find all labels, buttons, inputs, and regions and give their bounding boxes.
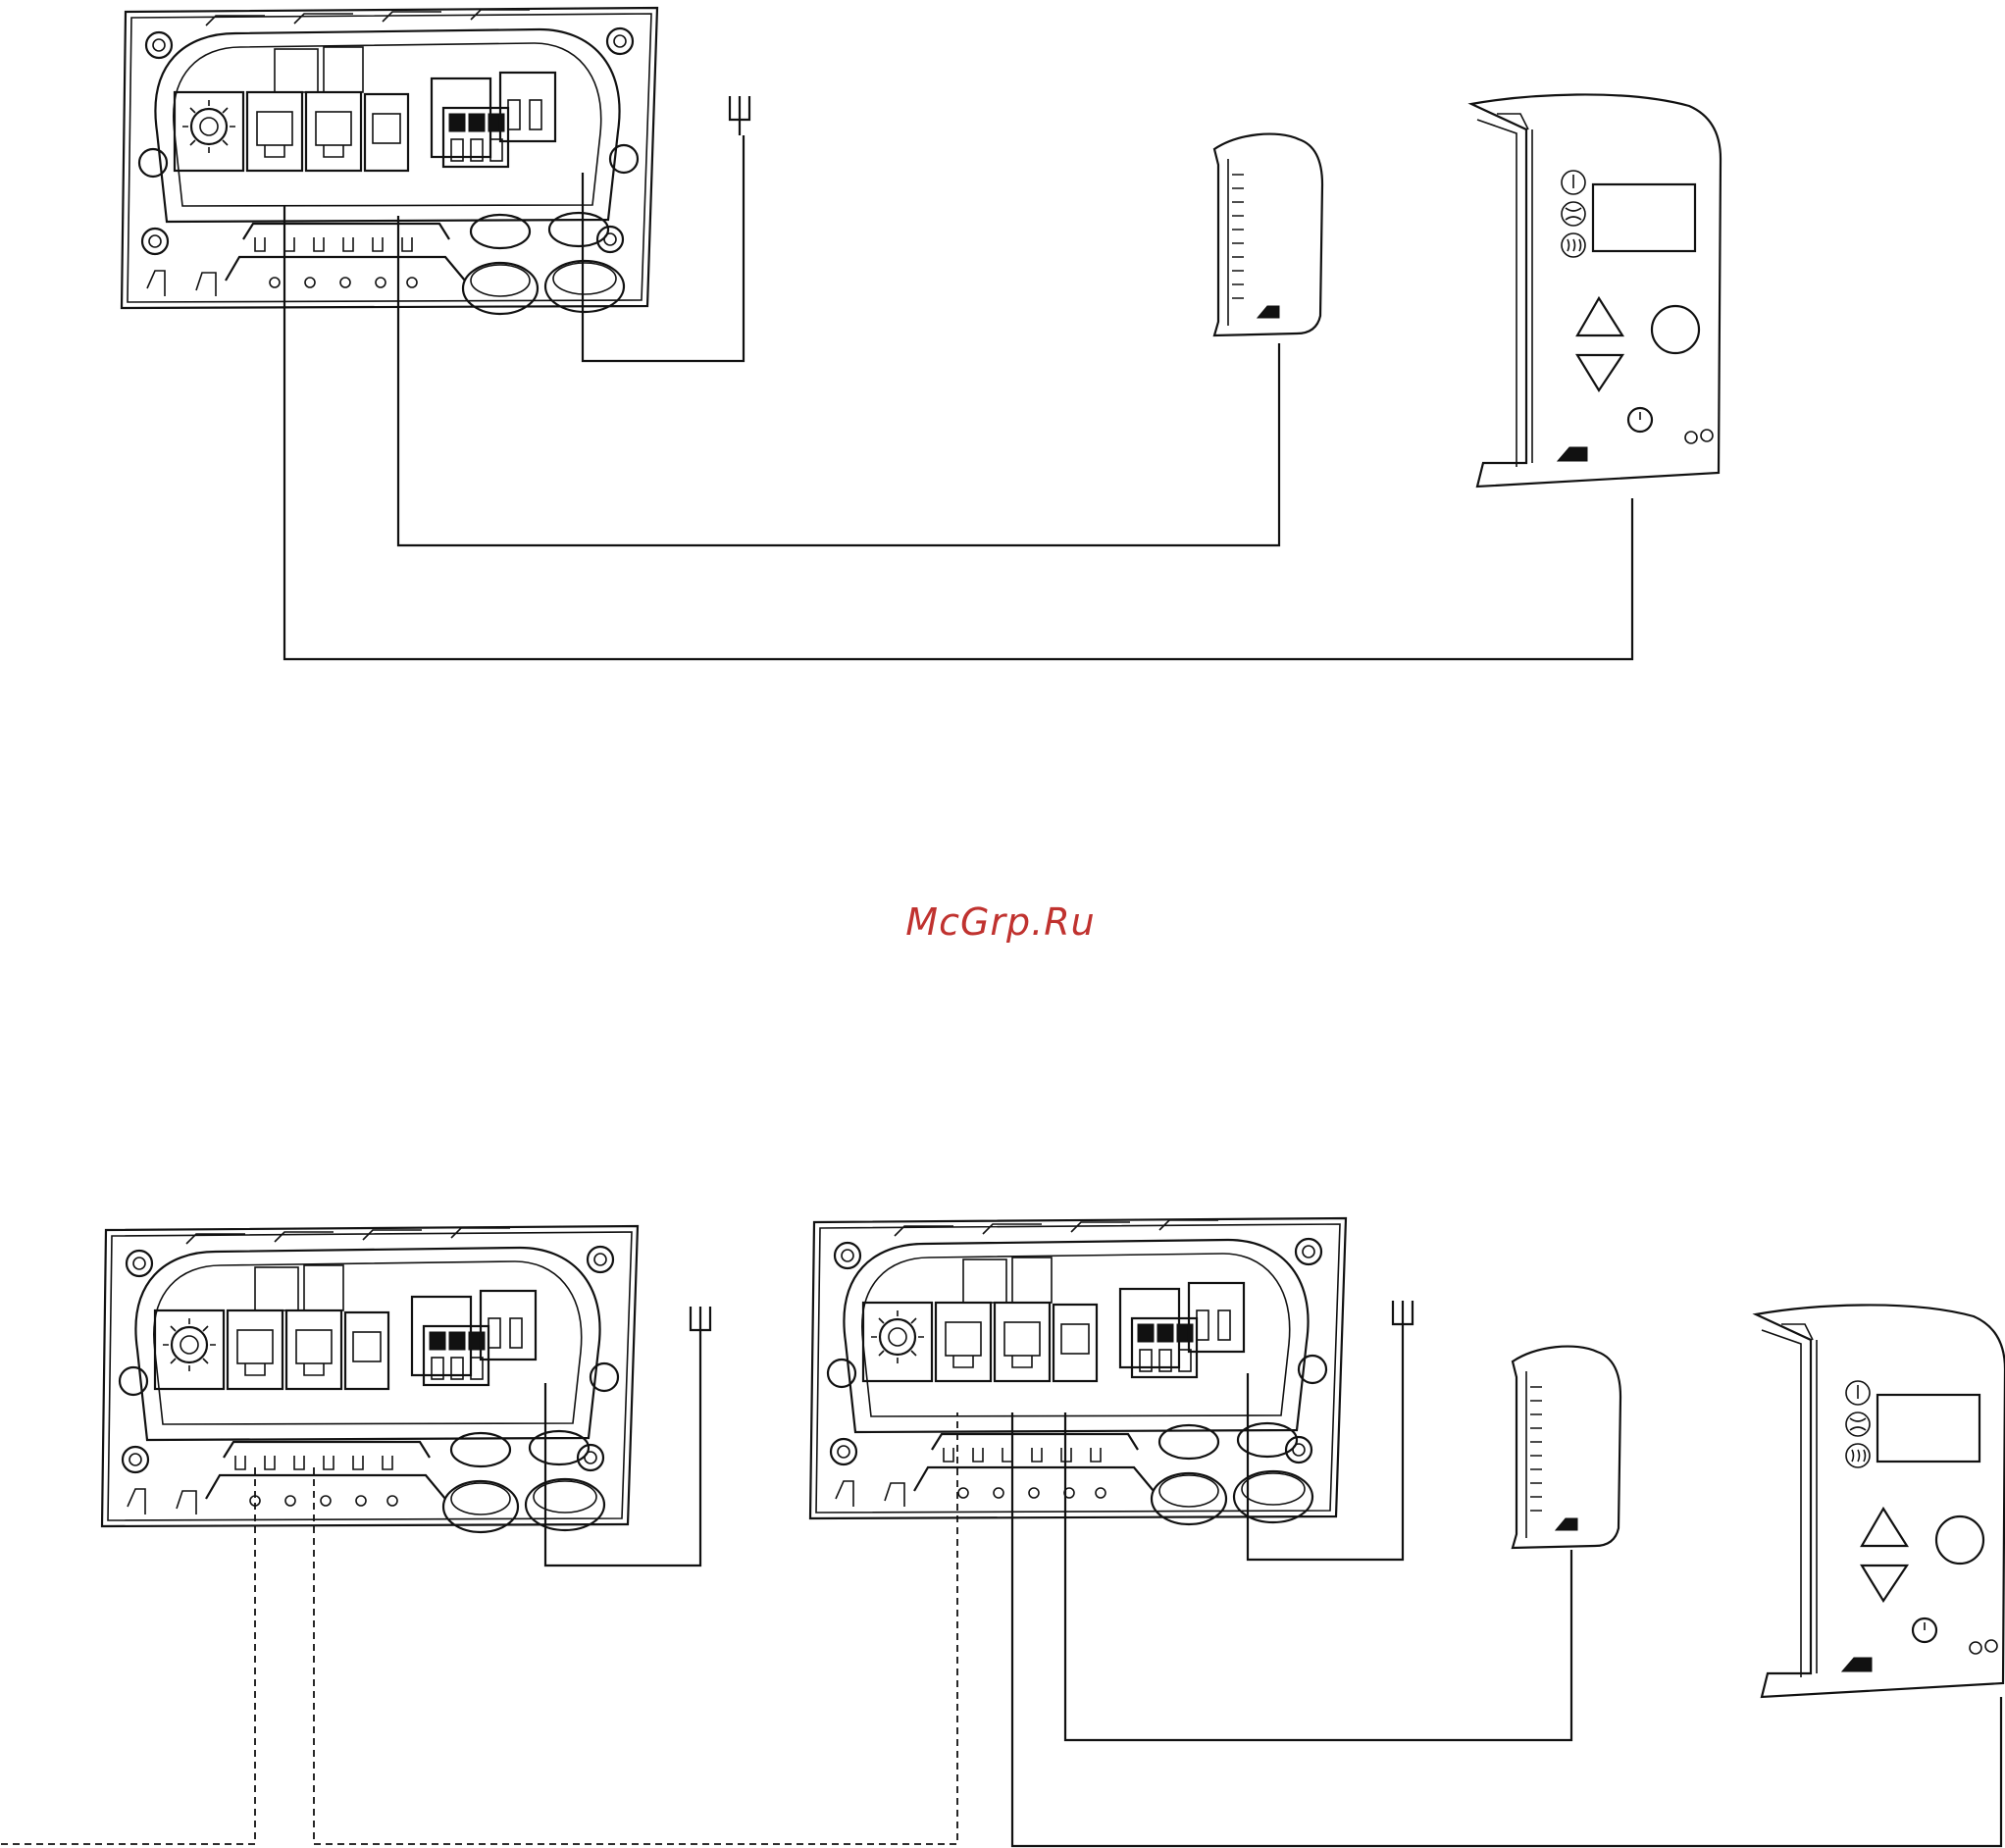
top-wall-panel [1471,94,1721,487]
top-room-sensor [1214,134,1322,335]
top-controller-board [122,8,657,314]
watermark: McGrp.Ru [804,900,1197,944]
bottom-earth-symbol-b [1393,1301,1413,1340]
top-earth-symbol [730,96,749,135]
top-wiring [284,135,1632,659]
bottom-wall-panel [1756,1305,2005,1697]
bottom-room-sensor [1513,1347,1620,1548]
bottom-controller-board-a [102,1226,638,1532]
bottom-earth-symbol-a [691,1307,710,1346]
bottom-controller-board-b [810,1218,1346,1524]
